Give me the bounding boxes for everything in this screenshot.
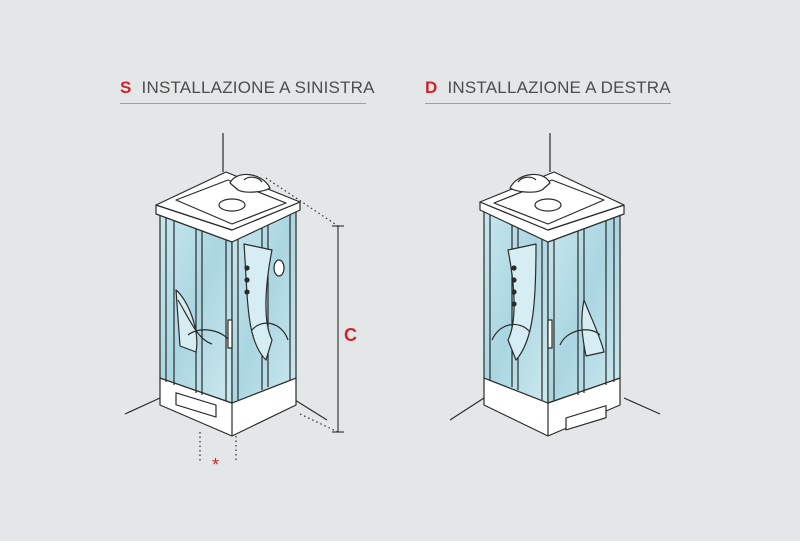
heading-left-installation: S INSTALLAZIONE A SINISTRA [120,78,374,104]
shower-cabin-left [124,133,339,463]
heading-right-code: D [425,78,438,97]
heading-right-text: INSTALLAZIONE A DESTRA [447,78,671,97]
heading-left-code: S [120,78,132,97]
dimension-c-label: C [344,325,357,345]
footnote-asterisk: * [212,455,219,475]
heading-left-text: INSTALLAZIONE A SINISTRA [141,78,375,97]
heading-right-installation: D INSTALLAZIONE A DESTRA [425,78,671,104]
dimension-c-line [332,225,344,433]
shower-cabin-right [449,133,661,437]
